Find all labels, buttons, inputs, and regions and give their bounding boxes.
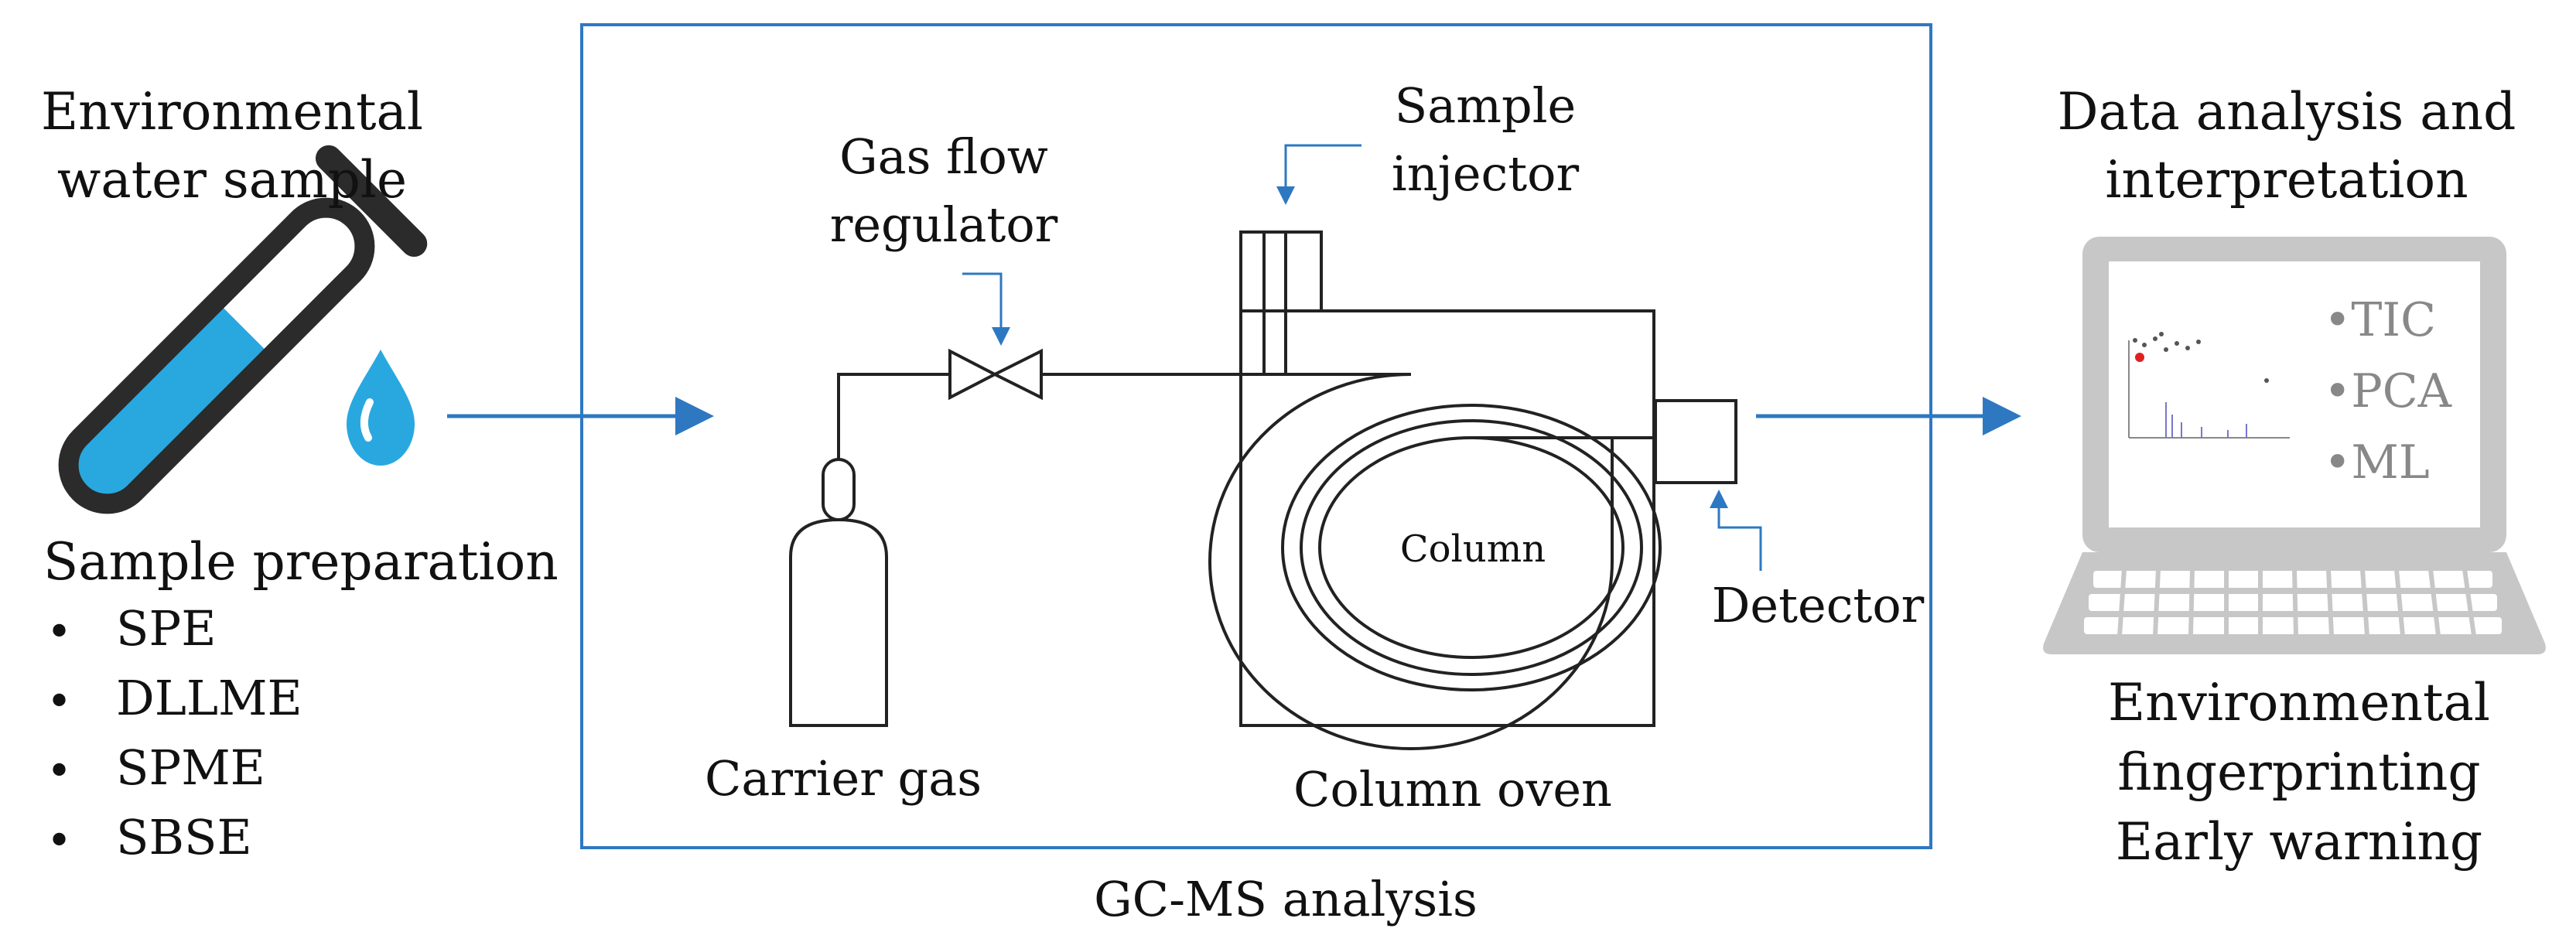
detector-label: Detector	[1711, 577, 1925, 633]
analysis-title-line1: Data analysis and	[2057, 82, 2516, 142]
valve-icon	[948, 348, 1043, 401]
water-drop-icon	[347, 350, 415, 466]
column-oven-label: Column oven	[1293, 761, 1612, 818]
injector-label-line2: injector	[1391, 145, 1580, 202]
injector-icon	[1239, 230, 1323, 374]
laptop-icon	[2043, 237, 2546, 654]
screen-item: •ML	[2324, 435, 2430, 490]
regulator-pointer	[962, 272, 1010, 346]
injector-label-line1: Sample	[1394, 77, 1577, 134]
sample-title-line1: Environmental	[40, 82, 424, 142]
gcms-analysis-label: GC-MS analysis	[1094, 871, 1478, 927]
gas-flow-label-line2: regulator	[829, 196, 1058, 253]
method-item: SPE	[116, 600, 217, 657]
gas-flow-label-line1: Gas flow	[839, 128, 1048, 185]
outcome-line3: Early warning	[2115, 812, 2483, 872]
sample-title-line2: water sample	[56, 150, 408, 210]
screen-item: •TIC	[2324, 293, 2437, 347]
analysis-title-line2: interpretation	[2105, 150, 2468, 210]
outcome-line2: fingerprinting	[2117, 742, 2481, 802]
method-bullet: •	[46, 607, 73, 657]
method-item: SBSE	[116, 809, 252, 865]
detector-icon	[1654, 399, 1737, 484]
screen-chart	[2128, 332, 2290, 439]
test-tube-icon	[52, 145, 428, 521]
method-bullet: •	[46, 677, 73, 727]
gas-cylinder-icon	[789, 458, 888, 727]
column-coil	[1208, 373, 1662, 750]
gas-line	[837, 373, 950, 459]
detector-pointer	[1710, 490, 1762, 571]
carrier-gas-label: Carrier gas	[704, 750, 982, 807]
method-bullet: •	[46, 816, 73, 866]
screen-item: •PCA	[2324, 364, 2451, 418]
injector-pointer	[1276, 144, 1361, 205]
outcome-line1: Environmental	[2107, 673, 2491, 732]
method-item: SPME	[116, 739, 265, 796]
column-oven	[1239, 309, 1655, 727]
method-bullet: •	[46, 746, 73, 797]
method-item: DLLME	[116, 670, 302, 726]
gcms-frame	[580, 23, 1932, 849]
column-label: Column	[1399, 527, 1546, 571]
sample-prep-title: Sample preparation	[43, 532, 559, 592]
